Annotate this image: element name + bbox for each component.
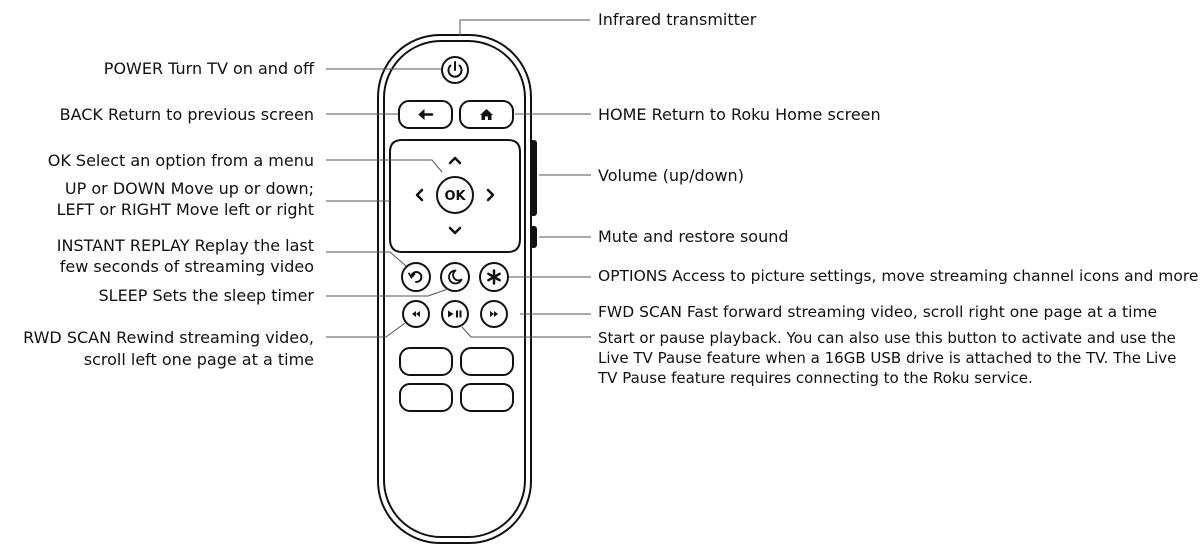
infrared-transmitter-line <box>459 19 590 36</box>
label-mute: Mute and restore sound <box>598 227 789 246</box>
chevron-left-icon[interactable] <box>415 188 424 202</box>
label-rwd-1: RWD SCAN Rewind streaming video, <box>23 328 314 347</box>
home-button[interactable] <box>459 100 514 129</box>
label-options: OPTIONS Access to picture settings, move… <box>598 267 1199 285</box>
leader-playpause <box>461 326 591 338</box>
replay-icon <box>408 271 423 283</box>
ok-button[interactable] <box>436 176 474 214</box>
leader-sleep <box>326 288 449 297</box>
label-back: BACK Return to previous screen <box>59 105 314 124</box>
label-infrared: Infrared transmitter <box>598 10 757 29</box>
remote-body <box>377 34 532 544</box>
power-icon <box>447 61 463 78</box>
arrow-left-icon <box>418 108 434 121</box>
power-button[interactable] <box>441 56 469 84</box>
chevron-up-icon[interactable] <box>448 156 462 165</box>
volume-rocker[interactable] <box>530 140 537 216</box>
options-button[interactable] <box>479 262 509 292</box>
label-play-2: Live TV Pause feature when a 16GB USB dr… <box>598 349 1177 367</box>
fast-forward-icon <box>490 311 498 317</box>
chevron-right-icon[interactable] <box>486 188 495 202</box>
ok-button-label: OK <box>444 189 466 204</box>
forward-button[interactable] <box>480 300 508 328</box>
label-replay-2: few seconds of streaming video <box>59 257 314 276</box>
label-sleep: SLEEP Sets the sleep timer <box>98 286 315 305</box>
replay-button[interactable] <box>401 262 431 292</box>
home-icon <box>480 109 493 120</box>
label-updown-2: LEFT or RIGHT Move left or right <box>56 200 314 219</box>
leader-ok <box>326 159 443 173</box>
asterisk-icon <box>487 269 501 285</box>
dpad[interactable]: OK <box>389 139 521 253</box>
back-button[interactable] <box>398 100 453 129</box>
shortcut-button-3[interactable] <box>399 383 453 412</box>
label-power: POWER Turn TV on and off <box>103 59 314 78</box>
play-pause-icon <box>448 310 462 318</box>
label-updown-1: UP or DOWN Move up or down; <box>64 179 314 198</box>
label-volume: Volume (up/down) <box>598 166 744 185</box>
label-play-3: TV Pause feature requires connecting to … <box>598 369 1033 387</box>
label-fwd: FWD SCAN Fast forward streaming video, s… <box>598 303 1158 321</box>
shortcut-button-4[interactable] <box>460 383 514 412</box>
label-home: HOME Return to Roku Home screen <box>598 105 881 124</box>
chevron-down-icon[interactable] <box>448 226 462 235</box>
moon-icon <box>448 269 463 285</box>
mute-button[interactable] <box>530 226 537 248</box>
sleep-button[interactable] <box>440 262 470 292</box>
shortcut-button-2[interactable] <box>460 347 514 376</box>
label-replay-1: INSTANT REPLAY Replay the last <box>56 236 314 255</box>
leader-replay <box>326 251 407 267</box>
label-play-1: Start or pause playback. You can also us… <box>598 329 1176 347</box>
shortcut-button-1[interactable] <box>399 347 453 376</box>
rewind-button[interactable] <box>402 300 430 328</box>
rewind-icon <box>412 311 420 317</box>
label-ok: OK Select an option from a menu <box>47 151 314 170</box>
leader-rewind <box>326 322 406 338</box>
play-pause-button[interactable] <box>441 300 469 328</box>
label-rwd-2: scroll left one page at a time <box>83 350 314 369</box>
leader-lines <box>326 68 591 338</box>
